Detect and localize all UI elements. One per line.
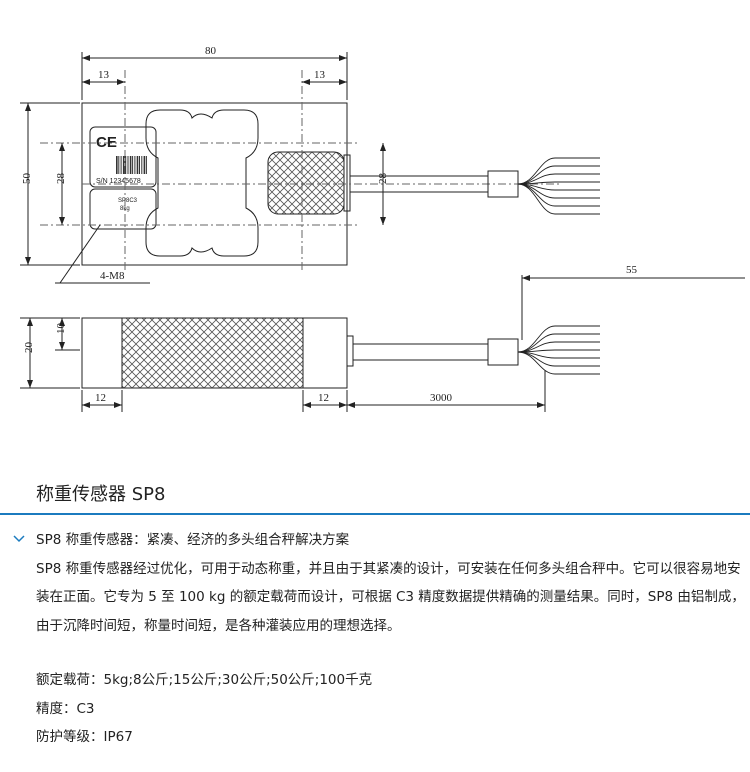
dim-thread: 4-M8 [100, 270, 125, 282]
dim-wire-strip: 55 [626, 264, 638, 276]
title-divider [0, 513, 750, 515]
ce-mark: CE [96, 134, 117, 151]
wire-fan-top [517, 157, 600, 215]
wire [517, 333, 600, 353]
wire [517, 183, 600, 199]
dim-height: 50 [21, 173, 33, 185]
dim-cable-length: 3000 [430, 392, 453, 404]
spec-rated-load: 额定载荷：5kg;8公斤;15公斤;30公斤;50公斤;100千克 [36, 672, 373, 688]
wire [517, 349, 600, 353]
capacity-label: 8kg [120, 206, 130, 212]
wire [517, 351, 600, 375]
barcode [116, 156, 147, 174]
dim-side-20: 20 [23, 342, 35, 354]
spec-protection: 防护等级：IP67 [36, 729, 133, 746]
page-title: 称重传感器 SP8 [36, 484, 166, 505]
dim-side-left: 12 [95, 392, 106, 404]
model-label: SP8C3 [118, 198, 138, 204]
wire [517, 165, 600, 185]
dim-side-right: 12 [318, 392, 329, 404]
dim-right-hole: 13 [314, 69, 326, 81]
section-body: SP8 称重传感器经过优化，可用于动态称重，并且由于其紧凑的设计，可安装在任何多… [36, 560, 745, 634]
wire [517, 183, 600, 215]
dim-left-hole: 13 [98, 69, 110, 81]
serial-number: S/N 12345678 [96, 178, 141, 185]
dim-width: 80 [205, 45, 217, 57]
description-section: SP8 称重传感器：紧凑、经济的多头组合秤解决方案 SP8 称重传感器经过优化，… [13, 526, 746, 640]
label-plate [89, 126, 157, 188]
spec-list: 额定载荷：5kg;8公斤;15公斤;30公斤;50公斤;100千克 精度：C3 … [36, 666, 372, 752]
load-cell-technical-drawing: 80 13 13 50 28 28 4-M8 55 10 20 12 12 30… [20, 45, 745, 412]
spec-accuracy: 精度：C3 [36, 700, 95, 717]
dim-hole-spacing-right: 28 [377, 173, 389, 185]
wire-fan-side [517, 325, 600, 375]
dim-side-10: 10 [55, 323, 67, 335]
wire [517, 351, 600, 367]
section-heading[interactable]: SP8 称重传感器：紧凑、经济的多头组合秤解决方案 [36, 532, 350, 548]
dim-hole-spacing-left: 28 [55, 173, 67, 185]
chevron-down-icon[interactable] [12, 532, 26, 546]
